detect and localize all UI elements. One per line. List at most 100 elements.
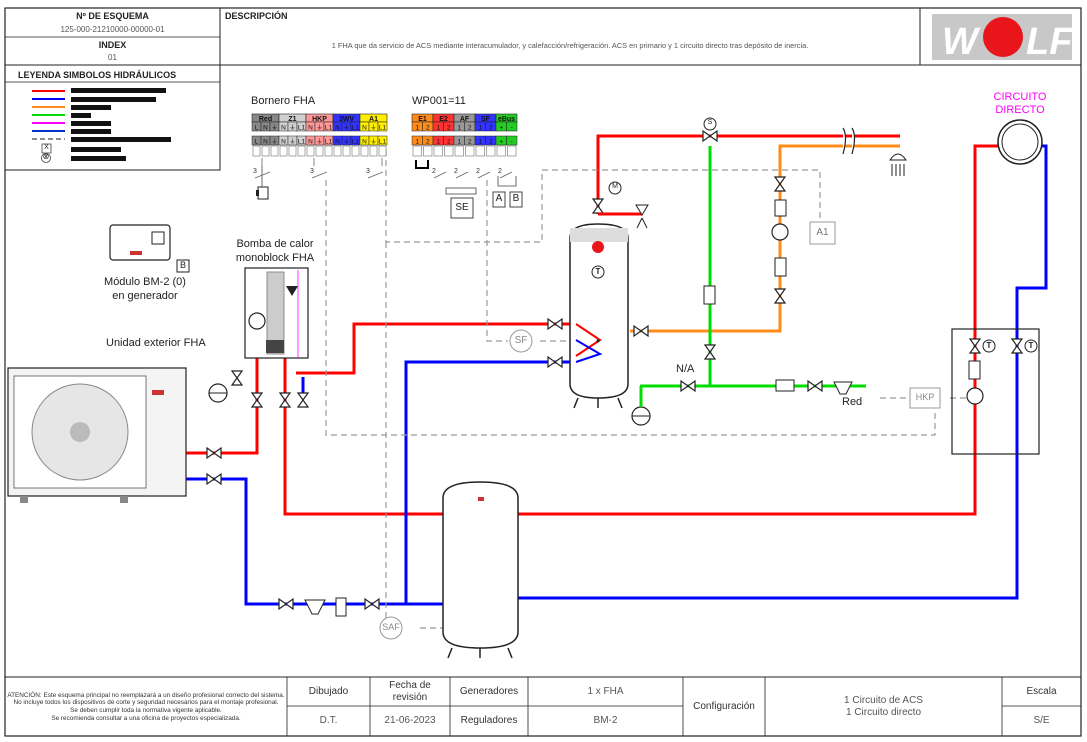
heatpump-module xyxy=(244,267,309,359)
sensor-near-bornero xyxy=(256,166,269,200)
svg-text:LF: LF xyxy=(1026,21,1074,63)
fecha-value: 21-06-2023 xyxy=(384,715,436,727)
terminal-pin-label: N xyxy=(335,125,340,132)
valve-17 xyxy=(969,338,981,354)
terminal-pin-label: + xyxy=(499,125,503,132)
terminal-pin-lower-label: L xyxy=(255,139,259,146)
se-box xyxy=(450,197,474,219)
terminal-pin-lower-label: N xyxy=(263,139,268,146)
terminal-pin-lower-label: L1 xyxy=(352,139,360,146)
terminal-pin-lower-label: N xyxy=(362,139,367,146)
wolf-logo: W LF xyxy=(932,14,1074,63)
legend-symbol-x: X xyxy=(44,144,49,151)
terminal-pin-lower-label: 2 xyxy=(426,139,430,146)
terminal-screw xyxy=(423,145,433,157)
terminal-pin-lower xyxy=(377,135,388,146)
pipe-break xyxy=(842,127,856,155)
terminal-pin-lower xyxy=(506,135,518,146)
configuracion-value-1: 1 Circuito de ACS xyxy=(844,695,923,706)
terminal-pin-label: ⏚ xyxy=(289,124,296,132)
terminal-pin-lower-label: 2 xyxy=(468,139,472,146)
direct-circuit-radiator xyxy=(997,119,1043,165)
valve-11 xyxy=(680,380,696,392)
terminal-screw xyxy=(465,145,475,157)
check-valve-4 xyxy=(968,360,981,380)
valve-19 xyxy=(231,370,243,386)
num-2-d: 2 xyxy=(498,168,502,175)
bomba-line1: Bomba de calor xyxy=(236,238,314,250)
index-label: INDEX xyxy=(98,40,127,50)
attention-line-4: Se recomienda consultar a una oficina de… xyxy=(51,714,241,722)
escala-label: Escala xyxy=(1026,685,1057,697)
terminal-pin-lower-label: + xyxy=(499,139,503,146)
terminal-pin-label: 2 xyxy=(468,125,472,132)
mixing-s-label: S xyxy=(707,119,713,126)
terminal-pin-label: ⏚ xyxy=(343,124,350,132)
hkp-box xyxy=(909,387,941,409)
circuit-pump xyxy=(966,387,984,405)
motor-m xyxy=(608,181,622,195)
generadores-label: Generadores xyxy=(459,685,519,697)
terminal-screw xyxy=(378,145,387,157)
terminal-pin-lower-label: L1 xyxy=(298,139,306,146)
num-3-c: 3 xyxy=(366,168,370,175)
terminal-screw xyxy=(297,145,306,157)
terminal-screw xyxy=(288,145,297,157)
check-valve-5 xyxy=(774,199,787,217)
terminal-pin-lower-label: 1 xyxy=(478,139,482,146)
terminal-pin-label: N xyxy=(263,125,268,132)
valve-10 xyxy=(633,325,649,337)
terminal-pin-lower-label: ⏚ xyxy=(289,138,296,146)
terminal-pin-label: 1 xyxy=(457,125,461,132)
bornero-label: Bornero FHA xyxy=(251,95,316,107)
terminal-screw xyxy=(342,145,351,157)
strainer-2 xyxy=(833,381,853,395)
configuracion-value-2: 1 Circuito directo xyxy=(845,706,922,718)
terminal-group-name: 3WV xyxy=(339,116,355,123)
bm2-module xyxy=(109,224,190,273)
num-2-a: 2 xyxy=(432,168,436,175)
red-label: Red xyxy=(842,396,863,408)
a1-label: A1 xyxy=(816,227,829,238)
terminal-screw xyxy=(261,145,270,157)
valve-7 xyxy=(364,598,380,610)
terminal-screw xyxy=(496,145,506,157)
terminal-pin xyxy=(377,121,388,132)
terminal-pin-lower-label: N xyxy=(335,139,340,146)
terminal-pin-label: N xyxy=(308,125,313,132)
na-label: N/A xyxy=(676,363,695,375)
tank-t-label: T xyxy=(595,267,601,276)
se-label: SE xyxy=(455,202,469,213)
terminal-screw xyxy=(475,145,485,157)
num-3-b: 3 xyxy=(310,168,314,175)
legend-symbol-circle-x: ⊗ xyxy=(42,152,50,161)
terminal-pin-label: ⏚ xyxy=(370,124,377,132)
control-wiring xyxy=(325,150,968,629)
terminal-group-name: Red xyxy=(259,116,272,123)
valve-2 xyxy=(206,473,222,485)
modulo-line2: en generador xyxy=(112,290,178,302)
sf-label: SF xyxy=(514,335,528,346)
strainer-1 xyxy=(304,599,326,615)
saf-sensor xyxy=(379,616,403,640)
safety-valve xyxy=(598,204,649,229)
modulo-line1: Módulo BM-2 (0) xyxy=(104,276,186,288)
scheme-no-label: Nº DE ESQUEMA xyxy=(76,11,149,21)
check-valve-1 xyxy=(775,379,795,392)
mixing-valve xyxy=(703,117,717,131)
description-text: 1 FHA que da servicio de ACS mediante in… xyxy=(331,41,809,50)
description-label: DESCRIPCIÓN xyxy=(225,11,288,21)
terminal-pin-lower-label: L1 xyxy=(325,139,333,146)
terminal-screw xyxy=(333,145,342,157)
terminal-screw xyxy=(369,145,378,157)
terminal-pin-label: 2 xyxy=(426,125,430,132)
reguladores-label: Reguladores xyxy=(460,715,518,727)
terminal-screw xyxy=(279,145,288,157)
terminal-screw xyxy=(270,145,279,157)
valve-14 xyxy=(704,344,716,360)
b-box xyxy=(509,191,523,208)
dibujado-value: D.T. xyxy=(319,715,338,727)
terminal-pin-label: N xyxy=(281,125,286,132)
